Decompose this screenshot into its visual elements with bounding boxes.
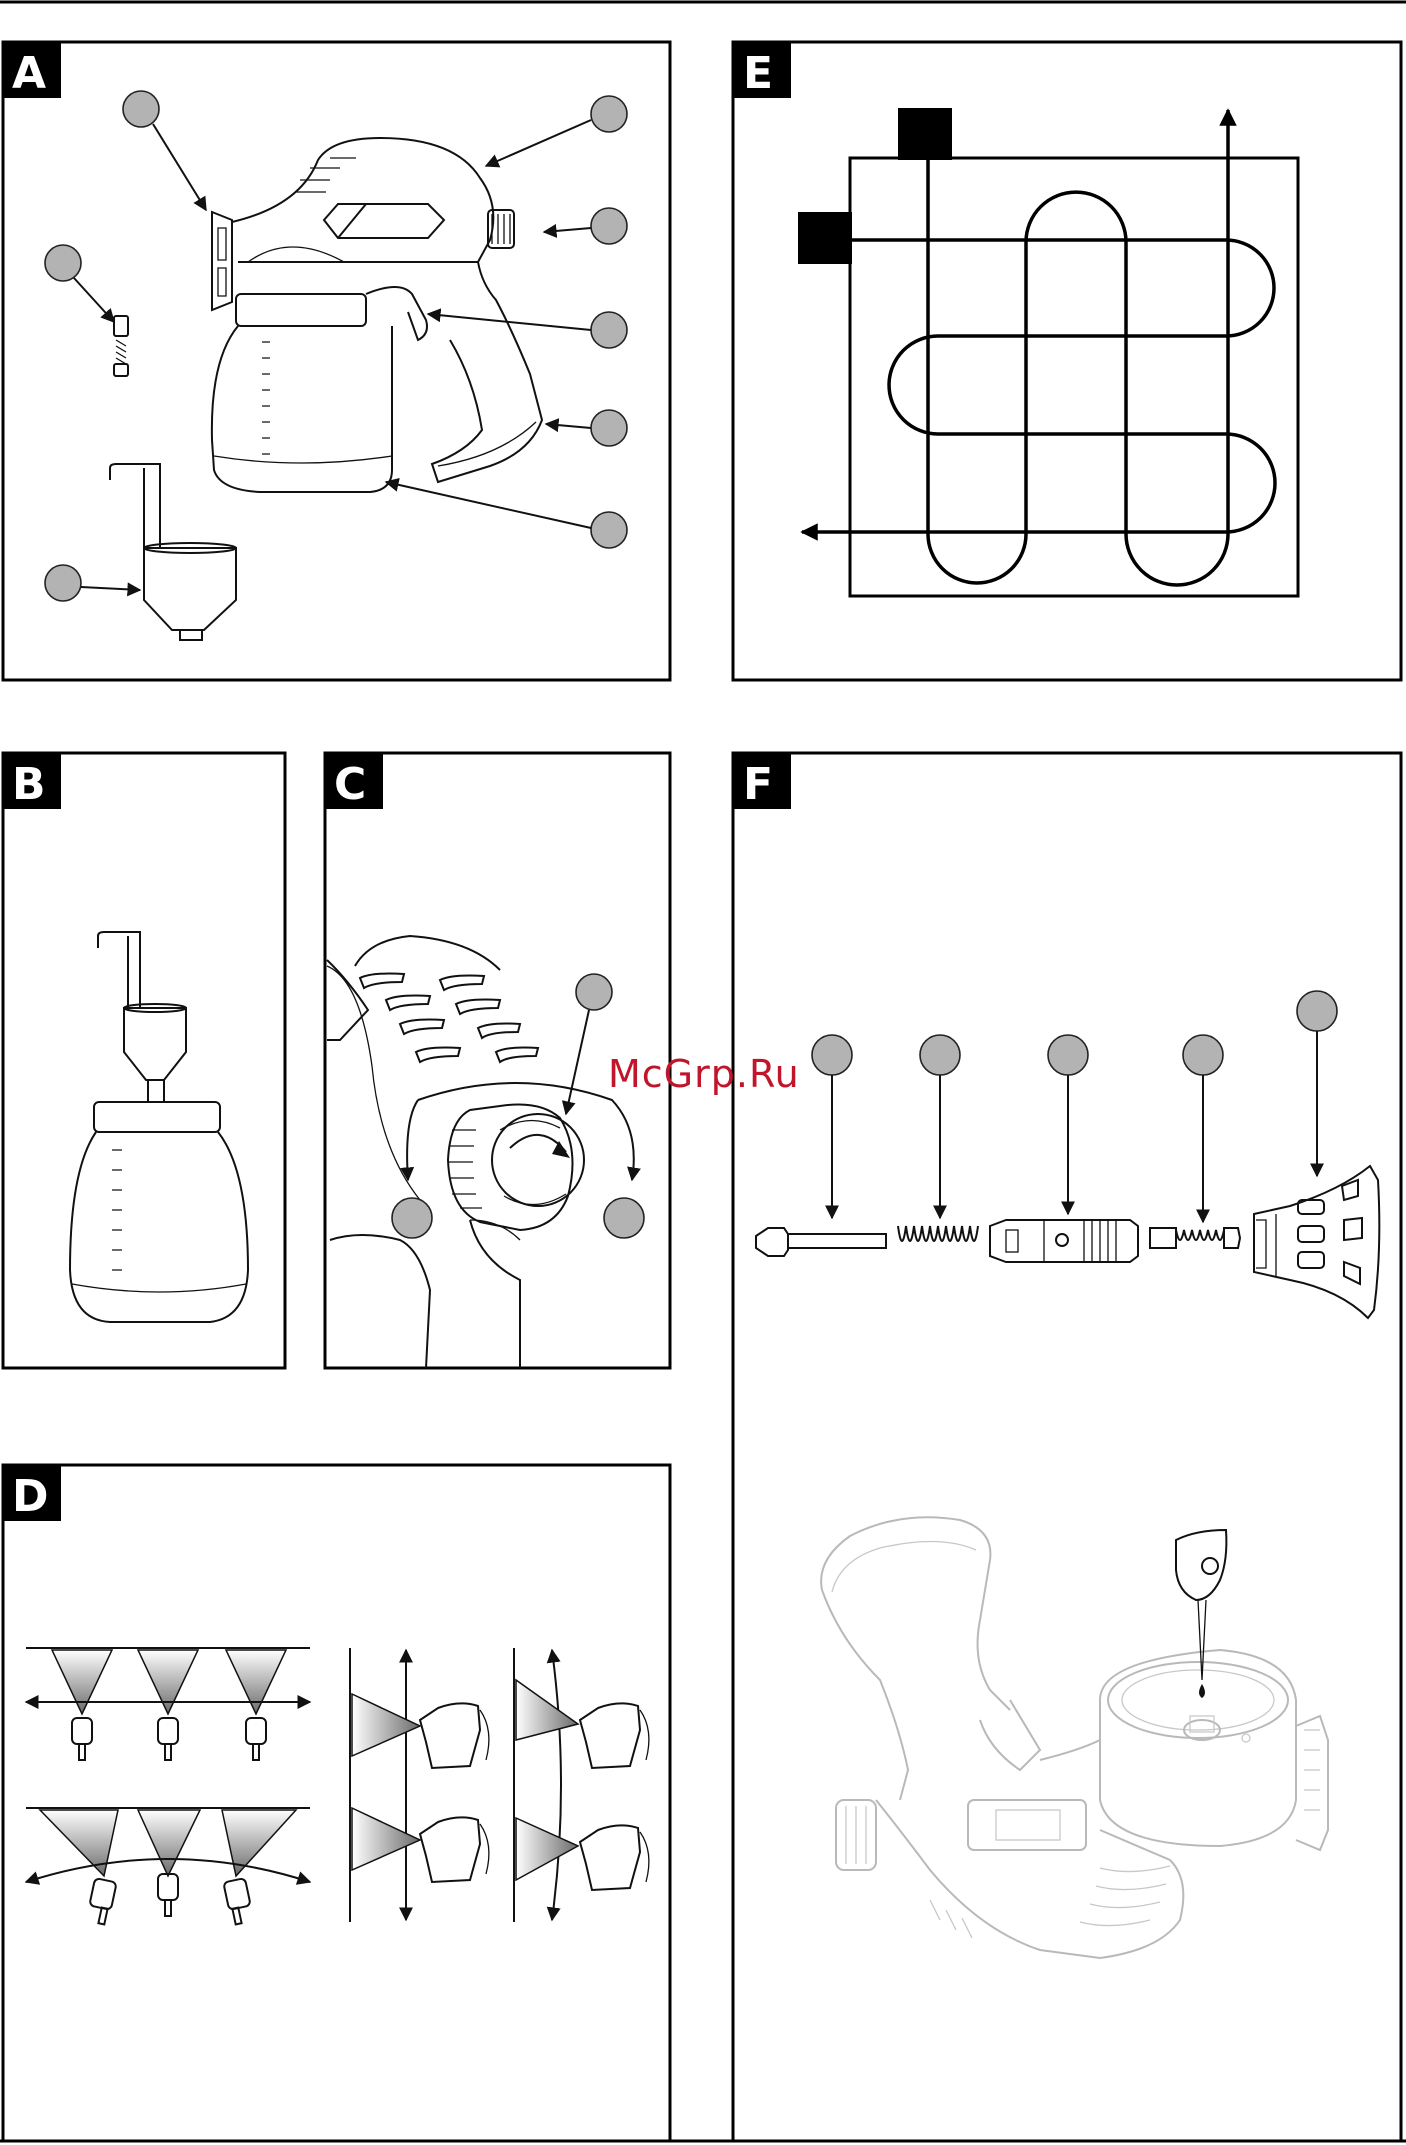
callout-nozzle-cap-f	[1297, 991, 1337, 1031]
correct-vertical-stroke	[350, 1648, 489, 1922]
panel-c-letter: C	[334, 759, 366, 810]
callout-small-spring	[1183, 1035, 1223, 1075]
spring-part	[898, 1226, 978, 1241]
oil-bottle-icon	[1176, 1530, 1226, 1698]
panel-f-letter: F	[743, 759, 773, 810]
incorrect-arc-stroke	[26, 1808, 310, 1924]
callout-needle	[812, 1035, 852, 1075]
nozzle-icon	[114, 316, 128, 376]
callout-nozzle	[45, 245, 81, 281]
callout-spring	[920, 1035, 960, 1075]
panel-e: E	[733, 42, 1401, 680]
small-spring-part	[1150, 1228, 1240, 1248]
panel-b-letter: B	[12, 759, 46, 810]
panel-d-letter: D	[12, 1471, 49, 1522]
callout-decrease	[392, 1198, 432, 1238]
valve-body-part	[990, 1220, 1138, 1262]
nozzle-cap-part	[1254, 1166, 1379, 1318]
callout-air-inlet	[591, 96, 627, 132]
panel-e-letter: E	[743, 48, 773, 99]
watermark-text: McGrp.Ru	[608, 1052, 800, 1096]
callout-knob	[576, 974, 612, 1010]
callout-nozzle-cap	[123, 91, 159, 127]
viscosity-cup-icon	[110, 464, 236, 640]
panel-a-letter: A	[12, 48, 46, 99]
viscosity-cup-on-container	[70, 932, 248, 1322]
callout-valve-body	[1048, 1035, 1088, 1075]
callout-flow-knob	[591, 208, 627, 244]
panel-c-callouts	[392, 974, 644, 1238]
correct-horizontal-stroke	[26, 1648, 310, 1760]
sprayer-front-view	[72, 1718, 266, 1760]
paint-sprayer-icon	[821, 1517, 1328, 1958]
panel-b: B	[3, 753, 285, 1368]
start-marker-horizontal	[798, 212, 852, 264]
spray-pattern-diagram	[798, 108, 1298, 596]
sprayer-front-view	[89, 1874, 250, 1924]
callout-viscosity-cup	[45, 565, 81, 601]
callout-increase	[604, 1198, 644, 1238]
callout-trigger	[591, 312, 627, 348]
callout-handle	[591, 410, 627, 446]
paint-sprayer-icon	[212, 138, 542, 492]
panel-d: D	[3, 1465, 670, 2141]
callout-container	[591, 512, 627, 548]
start-marker-vertical	[898, 108, 952, 160]
incorrect-vertical-arc	[514, 1648, 649, 1922]
sprayer-side-view	[420, 1703, 489, 1882]
panel-f: F	[733, 753, 1401, 2141]
needle-part	[756, 1228, 886, 1256]
panel-f-callouts	[812, 991, 1337, 1222]
sprayer-side-view	[580, 1703, 649, 1890]
panel-a: A	[3, 42, 670, 680]
